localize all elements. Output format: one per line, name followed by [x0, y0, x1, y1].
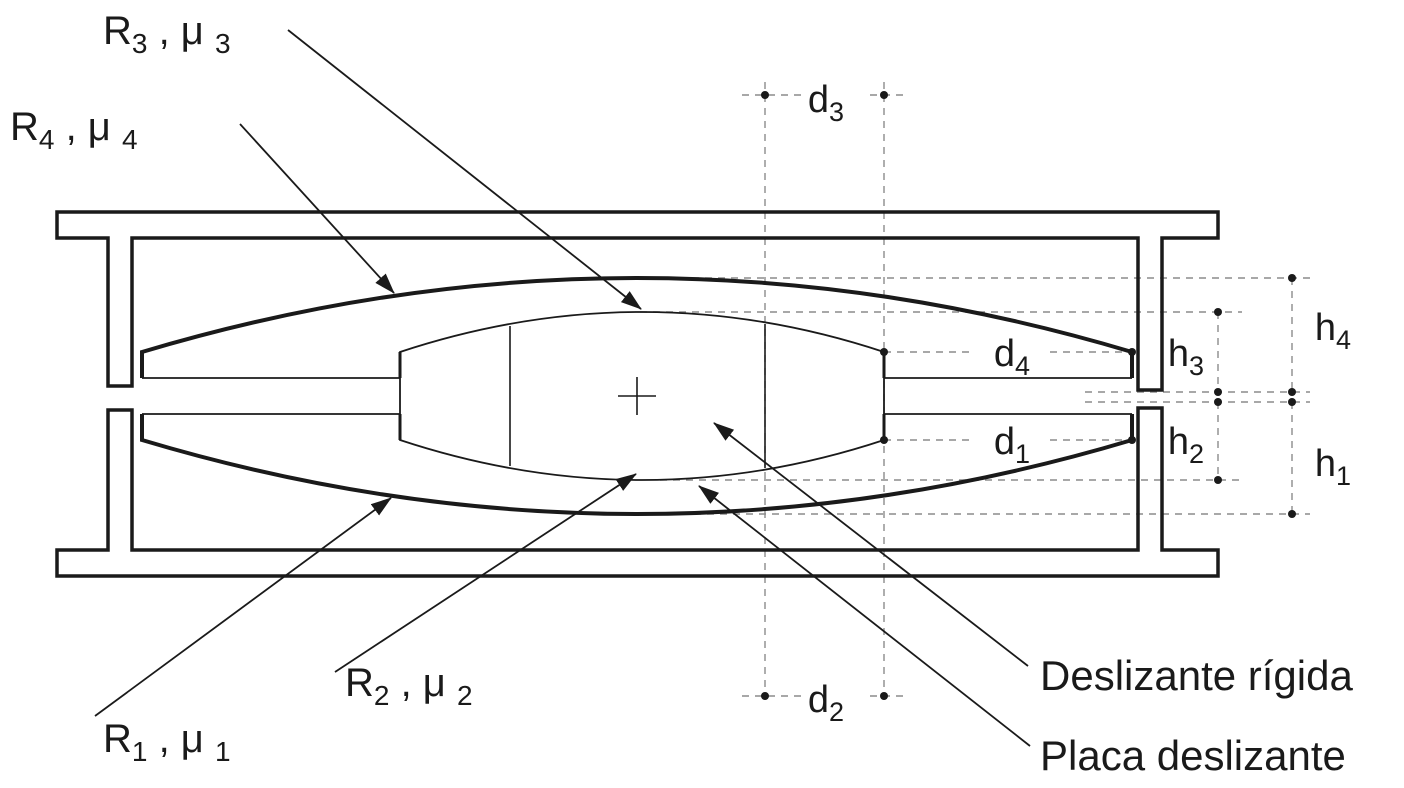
leader-sliding-plate — [698, 485, 1031, 747]
dim-label-h1: h1 — [1315, 443, 1351, 491]
lower-concave-plate-outer-surface — [140, 414, 1134, 516]
leader-r2 — [334, 473, 637, 673]
bearing-geometry — [55, 210, 1220, 578]
lower-concave-plate-recess-walls — [398, 414, 886, 440]
dim-dot — [761, 692, 769, 700]
label-r4: R4 , μ 4 — [10, 105, 138, 155]
dim-label-h4: h4 — [1315, 307, 1351, 355]
dim-dot — [880, 91, 888, 99]
construction-lines — [640, 82, 1310, 706]
annotation-rigid-slider: Deslizante rígida — [1040, 652, 1353, 699]
dim-label-d1: d1 — [994, 421, 1030, 469]
bottom-anchor-plate — [55, 406, 1220, 578]
dim-label-d4: d4 — [994, 333, 1030, 381]
upper-concave-plate-outer-surface — [140, 276, 1134, 378]
label-r3: R3 , μ 3 — [103, 9, 231, 59]
center-cross — [618, 377, 656, 415]
inner-slider-lens — [399, 311, 885, 481]
dim-label-d2: d2 — [808, 679, 844, 727]
upper-concave-plate-recess-walls — [398, 352, 886, 378]
label-r1: R1 , μ 1 — [103, 717, 231, 767]
leader-lines — [94, 29, 1031, 747]
dim-dot — [1214, 388, 1222, 396]
dim-dot — [1214, 308, 1222, 316]
leader-r3 — [287, 29, 642, 310]
leader-r1 — [94, 497, 392, 717]
leader-r4 — [239, 123, 395, 294]
dimension-dots — [761, 91, 1296, 700]
dim-dot — [1288, 388, 1296, 396]
text-labels: R3 , μ 3 R4 , μ 4 R2 , μ 2 R1 , μ 1 d3 d… — [10, 9, 1353, 779]
dim-label-d3: d3 — [808, 79, 844, 127]
dim-dot — [761, 91, 769, 99]
dim-label-h3: h3 — [1168, 333, 1204, 381]
annotation-sliding-plate: Placa deslizante — [1040, 732, 1346, 779]
dim-dot — [1288, 398, 1296, 406]
dim-dot — [1288, 274, 1296, 282]
dim-dot — [1214, 476, 1222, 484]
dim-dot — [1214, 398, 1222, 406]
dim-label-h2: h2 — [1168, 421, 1204, 469]
top-anchor-plate — [55, 210, 1220, 392]
dim-dot — [1288, 510, 1296, 518]
dim-dot — [880, 692, 888, 700]
leader-rigid-slider — [713, 422, 1029, 667]
label-r2: R2 , μ 2 — [345, 661, 473, 711]
